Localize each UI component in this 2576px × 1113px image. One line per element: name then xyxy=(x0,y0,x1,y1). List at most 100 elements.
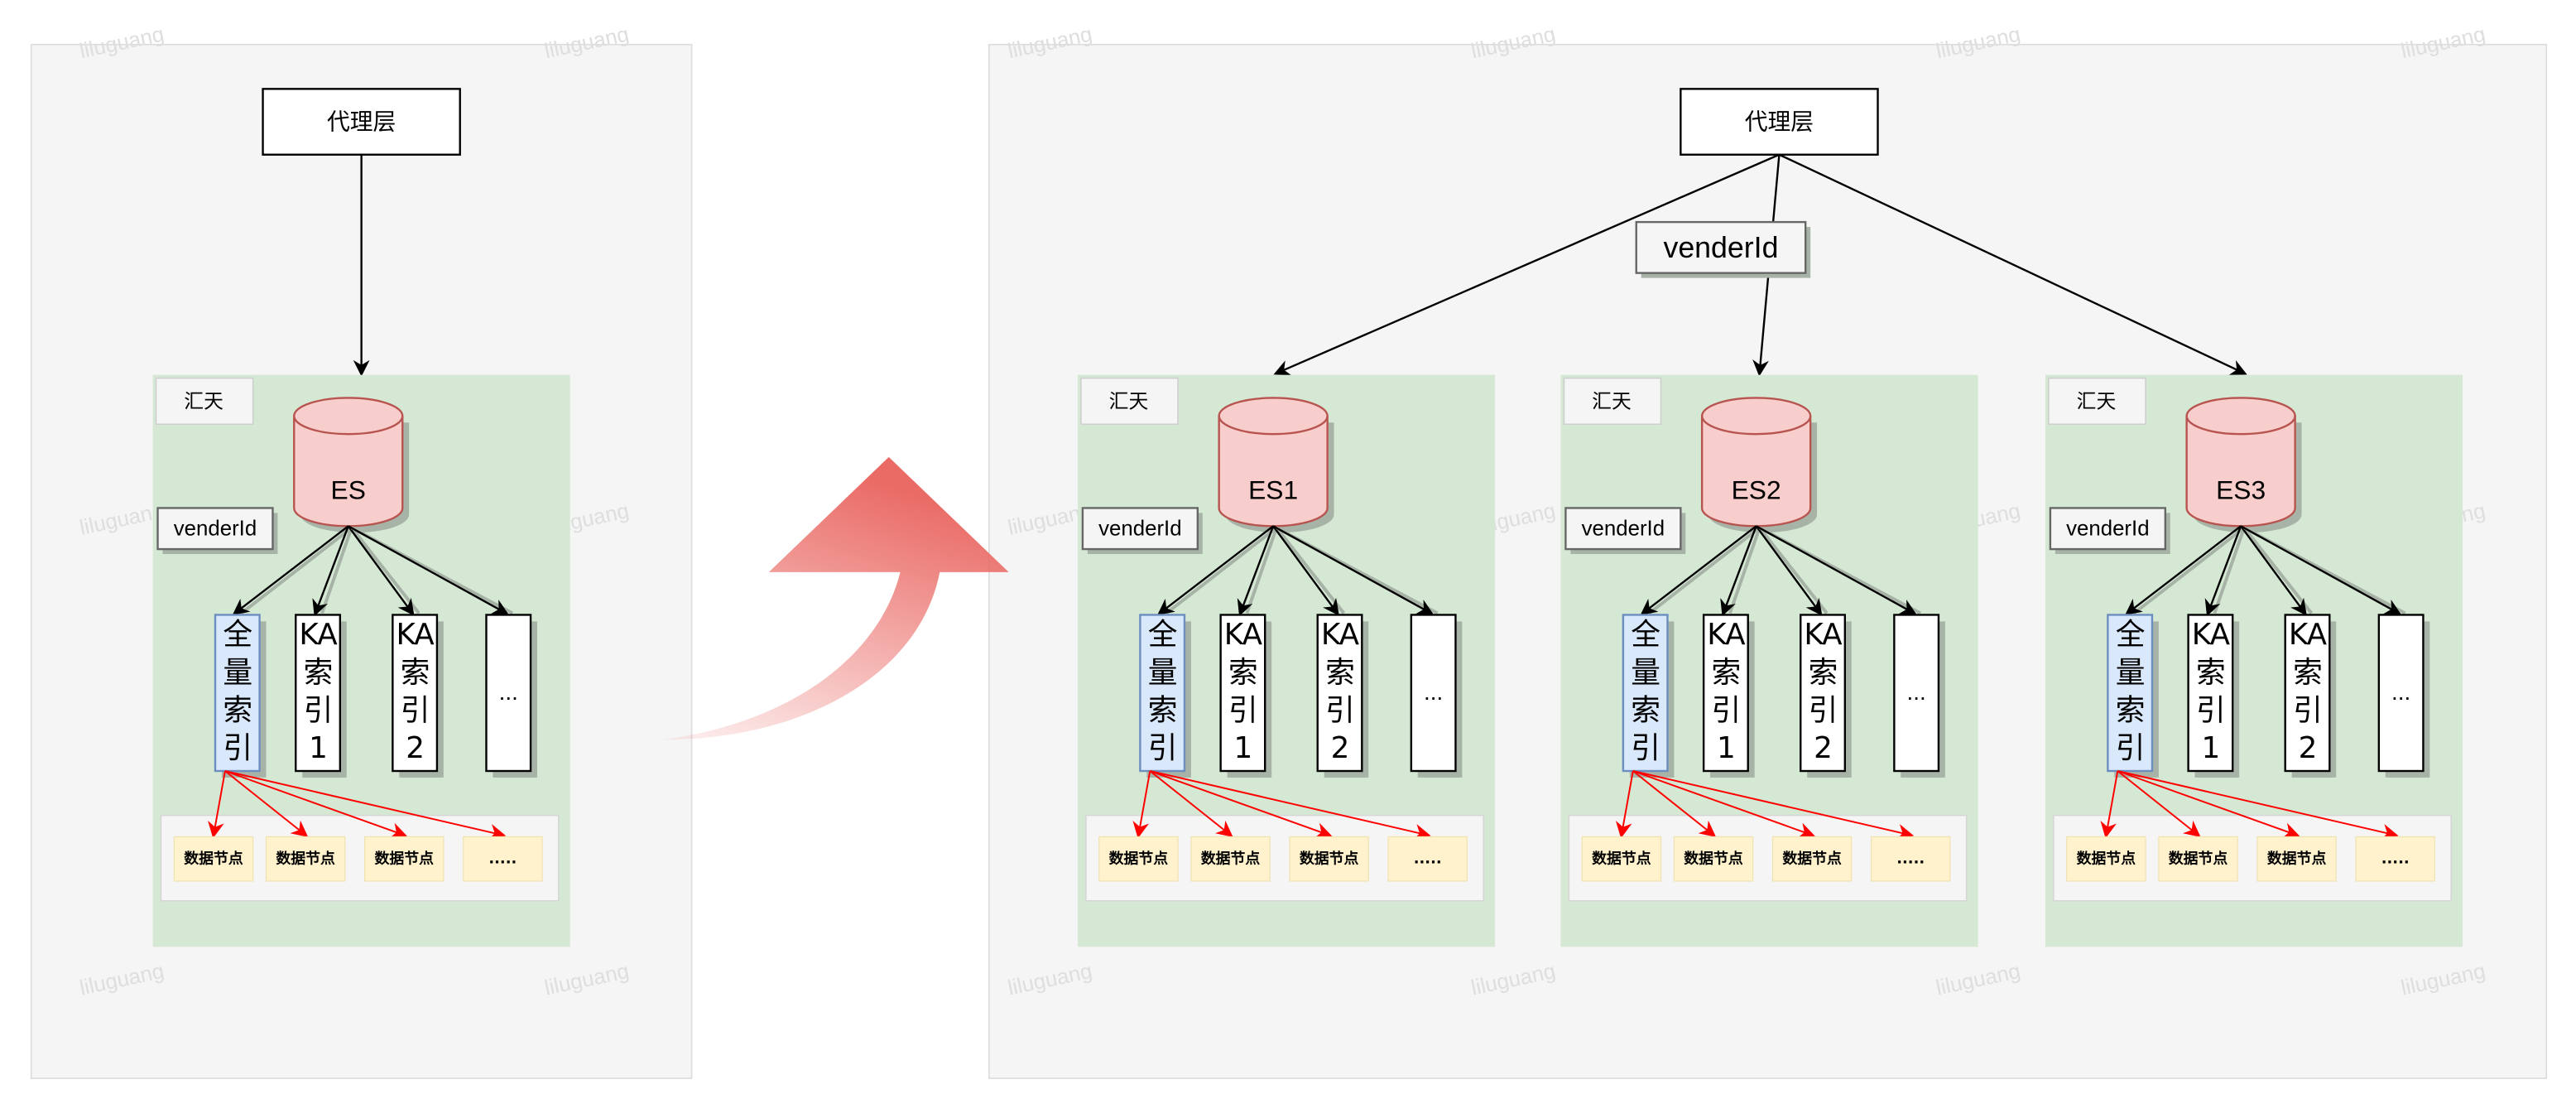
data-node-box xyxy=(173,836,254,882)
ka-index-box xyxy=(1800,614,1847,773)
index-label: KA索引2 xyxy=(396,618,434,767)
index-label: 全量索引 xyxy=(223,618,252,767)
index-label-frame: KA索引1 xyxy=(1223,618,1262,767)
index-label-frame: 全量索引 xyxy=(2115,618,2146,767)
index-ellipsis: ... xyxy=(1907,679,1926,705)
proxy-to-cluster-arrow xyxy=(1273,153,1780,376)
routing-arrow xyxy=(1615,770,1634,839)
proxy-layer-label: 代理层 xyxy=(327,108,396,136)
index-label: KA索引2 xyxy=(1804,618,1842,767)
es-cylinder-icon xyxy=(293,397,404,528)
es-cluster: 汇天venderIdES2全量索引KA索引1KA索引2...数据节点数据节点数据… xyxy=(1560,374,1978,947)
cluster-label: 汇天 xyxy=(2077,389,2117,412)
index-arrow xyxy=(347,525,415,616)
index-label-frame: KA索引2 xyxy=(396,618,434,767)
data-node-label: 数据节点 xyxy=(2267,850,2327,868)
data-node-label: 数据节点 xyxy=(1109,850,1169,868)
routing-arrow xyxy=(2117,770,2300,839)
shard-routing-key-box xyxy=(1635,220,1807,274)
index-ellipsis: ... xyxy=(2391,679,2410,705)
data-node-box xyxy=(1771,836,1853,882)
cluster-label-box xyxy=(1080,377,1179,426)
index-label: 全量索引 xyxy=(2115,618,2146,767)
index-arrow xyxy=(1237,525,1275,617)
index-label: KA索引2 xyxy=(2288,618,2327,767)
index-arrow xyxy=(2204,525,2242,617)
routing-arrow xyxy=(1150,770,1431,841)
data-node-label: ..... xyxy=(1896,850,1925,868)
index-arrow xyxy=(1272,525,1339,616)
index-label-frame: 全量索引 xyxy=(1631,618,1660,767)
routing-key-label: venderId xyxy=(2066,517,2149,540)
index-arrow xyxy=(232,525,349,615)
routing-arrow xyxy=(2117,770,2201,837)
index-arrow xyxy=(1640,525,1757,615)
routing-key-box xyxy=(2049,507,2167,551)
routing-key-box xyxy=(1081,507,1199,551)
proxy-layer-box xyxy=(262,88,461,156)
es-cluster: 汇天venderIdES3全量索引KA索引1KA索引2...数据节点数据节点数据… xyxy=(2045,374,2463,947)
ka-index-box xyxy=(1219,614,1266,773)
ka-index-box xyxy=(1410,614,1457,773)
full-index-box xyxy=(2107,614,2154,773)
data-node-label: 数据节点 xyxy=(1300,850,1359,868)
data-node-label: 数据节点 xyxy=(2169,850,2228,868)
routing-key-box xyxy=(156,507,274,551)
data-node-box xyxy=(1870,836,1951,882)
index-label: KA索引1 xyxy=(2191,618,2230,767)
routing-arrow xyxy=(224,770,309,837)
routing-key-label: venderId xyxy=(1098,517,1181,540)
data-node-box xyxy=(463,836,543,882)
index-label: KA索引2 xyxy=(1320,618,1359,767)
es-label: ES1 xyxy=(1248,475,1298,505)
full-index-box xyxy=(1622,614,1669,773)
es-cylinder-rim xyxy=(293,416,404,436)
cluster-label: 汇天 xyxy=(184,389,223,412)
index-label-frame: 全量索引 xyxy=(1148,618,1178,766)
index-arrow xyxy=(2125,525,2242,615)
index-arrow-shadow xyxy=(1165,526,1278,615)
data-node-box xyxy=(2256,836,2337,882)
es-label: ES xyxy=(331,475,366,505)
es-cylinder-icon xyxy=(2185,397,2296,528)
index-label: 全量索引 xyxy=(1631,618,1660,767)
index-arrow xyxy=(2240,525,2402,615)
es-cluster: 汇天venderIdES1全量索引KA索引1KA索引2...数据节点数据节点数据… xyxy=(1077,374,1496,947)
routing-key-label: venderId xyxy=(1582,517,1665,540)
es-cylinder-rim xyxy=(1700,416,1812,436)
data-node-label: ..... xyxy=(2381,850,2410,868)
index-arrow xyxy=(1272,525,1435,615)
es-cylinder-icon xyxy=(1700,397,1812,528)
index-arrow xyxy=(348,525,509,615)
ka-index-box xyxy=(485,614,532,773)
data-node-box xyxy=(364,836,445,882)
data-node-label: 数据节点 xyxy=(1684,850,1743,868)
routing-arrow xyxy=(1632,770,1915,841)
proxy-to-cluster-arrow xyxy=(1778,153,2247,375)
ka-index-box xyxy=(1893,614,1940,773)
cluster-label-box xyxy=(155,377,254,426)
index-arrow-shadow xyxy=(240,526,353,615)
data-node-label: 数据节点 xyxy=(184,850,243,868)
full-index-box xyxy=(1139,614,1186,773)
data-node-box xyxy=(1289,836,1369,882)
es-label: ES3 xyxy=(2216,475,2266,505)
proxy-layer-label: 代理层 xyxy=(1745,108,1814,136)
ka-index-box xyxy=(295,614,342,773)
index-label-frame: 全量索引 xyxy=(223,618,252,767)
data-node-box xyxy=(1581,836,1662,882)
data-node-box xyxy=(2158,836,2238,882)
cluster-label: 汇天 xyxy=(1109,389,1149,412)
data-node-label: 数据节点 xyxy=(276,850,335,868)
cluster-label-box xyxy=(2048,377,2146,426)
ka-index-box xyxy=(392,614,439,773)
index-label-frame: KA索引2 xyxy=(1320,618,1359,767)
index-arrow xyxy=(1756,525,1917,615)
es-label: ES2 xyxy=(1732,475,1781,505)
index-label-frame: KA索引1 xyxy=(1707,618,1745,766)
routing-arrow xyxy=(1132,770,1151,839)
data-node-box xyxy=(1098,836,1179,882)
index-label: KA索引1 xyxy=(1223,618,1262,767)
data-node-box xyxy=(265,836,346,882)
